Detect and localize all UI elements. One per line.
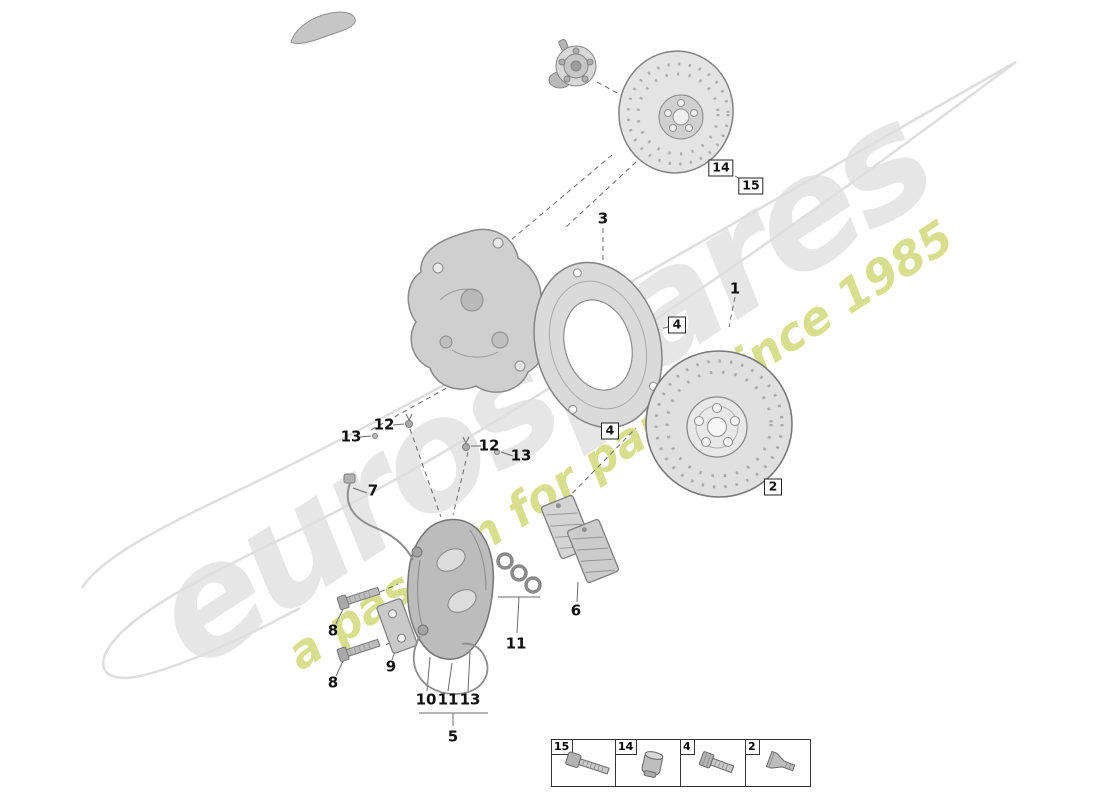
callout-4-upper[interactable]: 4 <box>668 316 686 334</box>
callout-12-left[interactable]: 12 <box>373 415 395 434</box>
callout-13-left[interactable]: 13 <box>340 427 362 446</box>
brake-disc-main <box>645 350 793 498</box>
countersunk-screw-icon <box>765 750 796 772</box>
brake-disc-top <box>618 50 734 174</box>
wheel-carrier <box>407 228 548 393</box>
callout-5[interactable]: 5 <box>447 727 459 746</box>
callout-4-lower[interactable]: 4 <box>601 422 619 440</box>
seal-rings <box>496 552 542 594</box>
wheel-hub <box>548 38 597 89</box>
callout-6[interactable]: 6 <box>570 601 582 620</box>
callout-8-lower[interactable]: 8 <box>327 673 339 692</box>
legend-number-14: 14 <box>616 740 638 755</box>
callout-15[interactable]: 15 <box>738 177 764 195</box>
socket-head-bolt-icon <box>565 751 610 775</box>
callout-7[interactable]: 7 <box>367 481 379 500</box>
callout-11-seals[interactable]: 11 <box>505 634 527 653</box>
callout-11-bottom[interactable]: 11 <box>437 690 459 709</box>
car-silhouette <box>290 11 356 45</box>
hex-flange-bolt-icon <box>698 751 735 774</box>
pad-retainer-plate <box>376 598 418 654</box>
callout-9[interactable]: 9 <box>385 657 397 676</box>
callout-1[interactable]: 1 <box>729 279 741 298</box>
caliper-hose-wire <box>412 635 489 695</box>
splash-shield <box>533 261 663 429</box>
callout-13-right[interactable]: 13 <box>510 446 532 465</box>
callout-2[interactable]: 2 <box>764 478 782 496</box>
legend-item-4[interactable]: 4 <box>681 739 746 787</box>
legend-number-15: 15 <box>552 740 574 755</box>
brake-caliper <box>406 518 495 660</box>
fastener-legend: 15 14 4 <box>551 739 811 787</box>
bleeder-valves <box>372 413 500 455</box>
callout-13-bottom[interactable]: 13 <box>459 690 481 709</box>
legend-item-2[interactable]: 2 <box>746 739 811 787</box>
callout-10[interactable]: 10 <box>415 690 437 709</box>
callout-14[interactable]: 14 <box>708 159 734 177</box>
callout-8-upper[interactable]: 8 <box>327 621 339 640</box>
legend-item-14[interactable]: 14 <box>616 739 681 787</box>
callout-12-right[interactable]: 12 <box>478 436 500 455</box>
legend-item-15[interactable]: 15 <box>551 739 616 787</box>
legend-number-2: 2 <box>746 740 760 755</box>
wear-sensor-wire <box>343 473 414 561</box>
caliper-bolts <box>336 586 381 662</box>
brake-pads <box>541 494 619 584</box>
swoosh-curves <box>80 60 1017 680</box>
legend-number-4: 4 <box>681 740 695 755</box>
cap-nut-icon <box>641 751 664 778</box>
callout-3[interactable]: 3 <box>597 209 609 228</box>
